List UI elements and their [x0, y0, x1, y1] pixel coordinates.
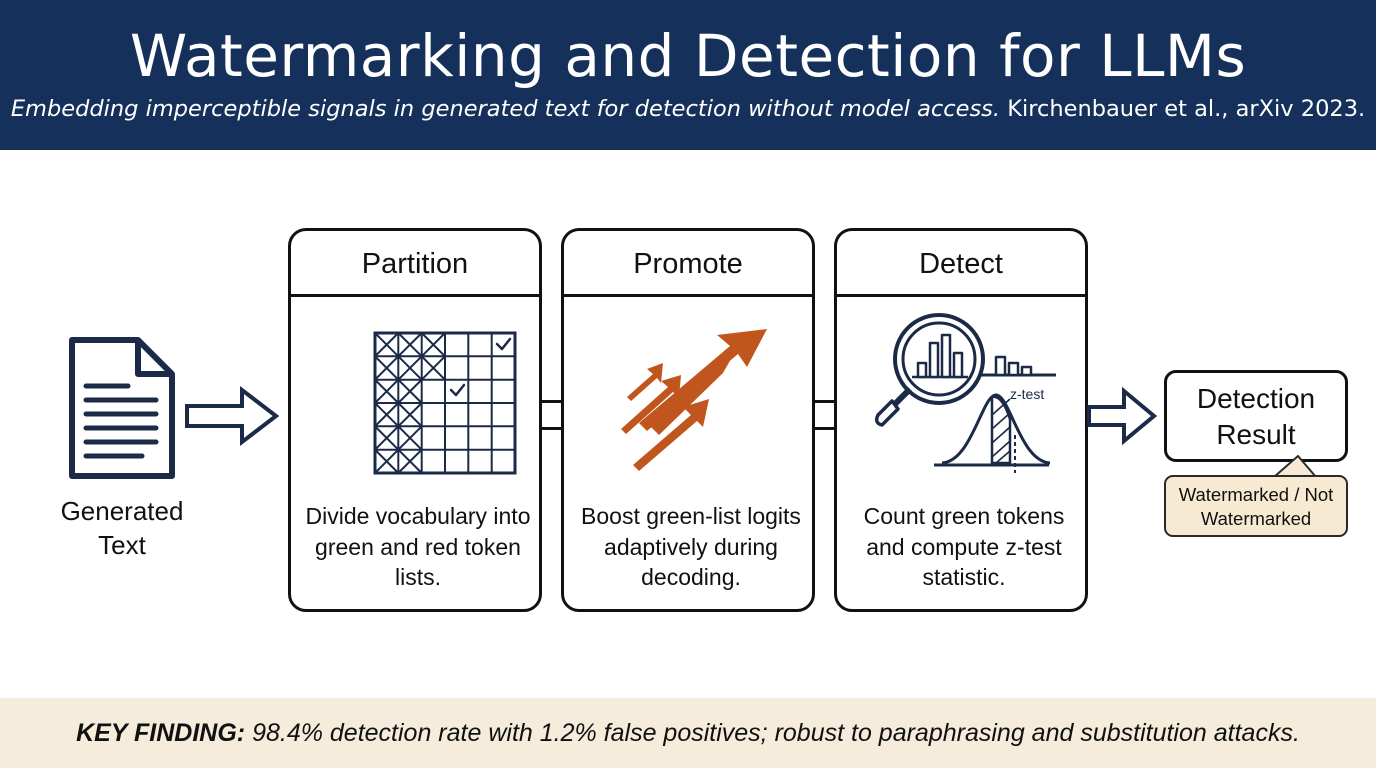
key-finding-banner: KEY FINDING: 98.4% detection rate with 1… — [0, 698, 1376, 768]
stage-connector — [540, 400, 564, 430]
stage-description: Divide vocabulary into green and red tok… — [305, 503, 531, 590]
key-finding-label: KEY FINDING: — [76, 719, 246, 747]
arrow-right-icon — [185, 386, 280, 446]
magnifier-chart-icon: z-test — [874, 313, 1056, 473]
page-subtitle: Embedding imperceptible signals in gener… — [0, 96, 1376, 122]
token-grid-icon — [373, 331, 517, 475]
document-icon — [69, 337, 175, 479]
boost-arrows-icon — [621, 329, 767, 471]
result-callout: Watermarked / Not Watermarked — [1164, 475, 1348, 537]
page-title: Watermarking and Detection for LLMs — [129, 22, 1247, 90]
key-finding-text: 98.4% detection rate with 1.2% false pos… — [252, 719, 1300, 747]
stage-title: Partition — [291, 231, 539, 297]
stage-title: Detect — [837, 231, 1085, 297]
stage-description: Count green tokens and compute z-test st… — [863, 503, 1065, 590]
subtitle-description: Embedding imperceptible signals in gener… — [10, 96, 1001, 122]
subtitle-citation: Kirchenbauer et al., arXiv 2023. — [1007, 96, 1366, 122]
detection-result-box: Detection Result — [1164, 370, 1348, 462]
z-test-label: z-test — [1010, 386, 1044, 402]
stage-title: Promote — [564, 231, 812, 297]
header-banner: Watermarking and Detection for LLMs Embe… — [0, 0, 1376, 150]
stage-connector — [813, 400, 837, 430]
input-label: Generated Text — [60, 496, 184, 560]
stage-description: Boost green-list logits adaptively durin… — [581, 503, 801, 590]
arrow-right-icon — [1087, 386, 1158, 446]
stage-promote: Promote Boost green-list logits adaptive… — [561, 228, 815, 612]
stage-partition: Partition — [288, 228, 542, 612]
stage-detect: Detect — [834, 228, 1088, 612]
